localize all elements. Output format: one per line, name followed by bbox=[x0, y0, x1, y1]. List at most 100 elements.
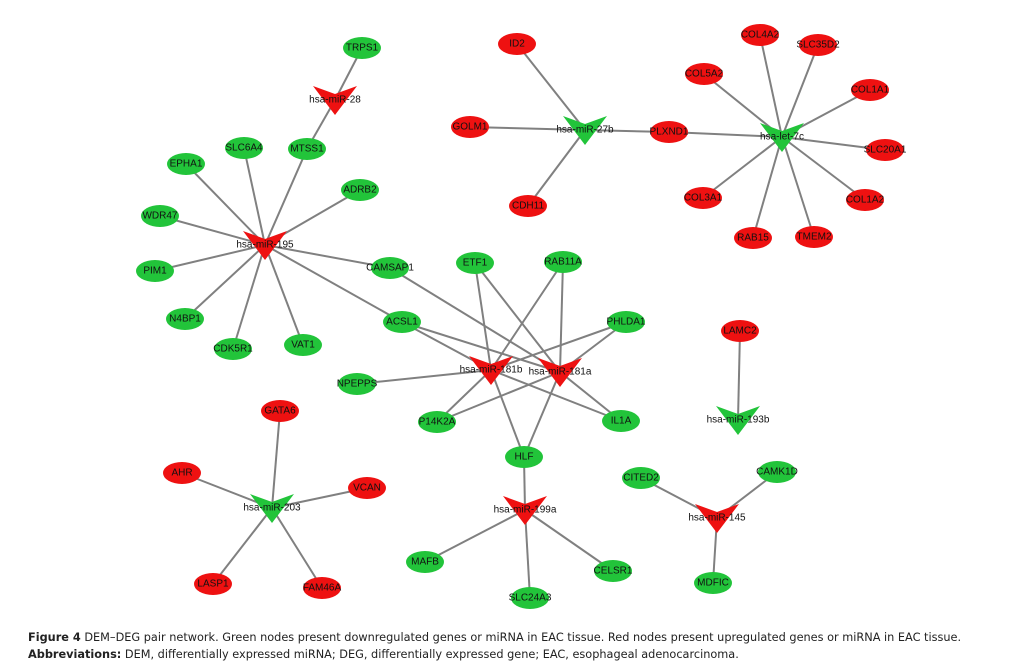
node-label: GOLM1 bbox=[452, 122, 487, 133]
edge-hsa-mir-195-cdk5r1 bbox=[232, 244, 266, 350]
gene-node-epha1[interactable]: EPHA1 bbox=[167, 153, 205, 175]
node-label: FAM46A bbox=[303, 583, 342, 594]
gene-node-ahr[interactable]: AHR bbox=[163, 462, 201, 484]
mirna-node-hsa-mir-181b[interactable]: hsa-miR-181b bbox=[460, 356, 523, 385]
mirna-node-hsa-mir-181a[interactable]: hsa-miR-181a bbox=[529, 358, 592, 387]
gene-node-col4a2[interactable]: COL4A2 bbox=[741, 24, 780, 46]
ellipse-marker bbox=[166, 308, 204, 330]
mirna-node-hsa-mir-193b[interactable]: hsa-miR-193b bbox=[707, 406, 770, 435]
gene-node-phlda1[interactable]: PHLDA1 bbox=[607, 311, 646, 333]
edge-hsa-mir-181b-npepps bbox=[356, 369, 492, 385]
gene-node-mdfic[interactable]: MDFIC bbox=[694, 572, 732, 594]
caption-line-1: Figure 4 DEM–DEG pair network. Green nod… bbox=[28, 629, 1008, 646]
gene-node-lamc2[interactable]: LAMC2 bbox=[721, 320, 759, 342]
gene-node-n4bp1[interactable]: N4BP1 bbox=[166, 308, 204, 330]
ellipse-marker bbox=[261, 400, 299, 422]
gene-node-p14k2a[interactable]: P14K2A bbox=[418, 411, 456, 433]
gene-node-wdr47[interactable]: WDR47 bbox=[141, 205, 179, 227]
node-label: ID2 bbox=[509, 39, 525, 50]
ellipse-marker bbox=[846, 189, 884, 211]
gene-node-camk1d[interactable]: CAMK1D bbox=[756, 461, 798, 483]
gene-node-col3a1[interactable]: COL3A1 bbox=[684, 187, 723, 209]
ellipse-marker bbox=[684, 187, 722, 209]
gene-node-golm1[interactable]: GOLM1 bbox=[451, 116, 489, 138]
gene-node-tmem2[interactable]: TMEM2 bbox=[795, 226, 833, 248]
gene-node-cdh11[interactable]: CDH11 bbox=[509, 195, 547, 217]
gene-node-celsr1[interactable]: CELSR1 bbox=[594, 560, 633, 582]
gene-node-slc6a4[interactable]: SLC6A4 bbox=[225, 137, 263, 159]
ellipse-marker bbox=[418, 411, 456, 433]
mirna-node-hsa-mir-27b[interactable]: hsa-miR-27b bbox=[556, 116, 614, 145]
ellipse-marker bbox=[866, 139, 904, 161]
gene-node-col5a2[interactable]: COL5A2 bbox=[685, 63, 724, 85]
edge-hsa-mir-181a-etf1 bbox=[474, 262, 561, 373]
mirna-node-hsa-mir-145[interactable]: hsa-miR-145 bbox=[688, 504, 746, 533]
mirna-node-hsa-mir-28[interactable]: hsa-miR-28 bbox=[309, 86, 361, 115]
edge-hsa-mir-181a-p14k2a bbox=[436, 371, 561, 423]
gene-node-plxnd1[interactable]: PLXND1 bbox=[650, 121, 689, 143]
edge-hsa-mir-199a-slc24a3 bbox=[524, 509, 531, 599]
gene-node-col1a1[interactable]: COL1A1 bbox=[851, 79, 890, 101]
gene-node-mtss1[interactable]: MTSS1 bbox=[288, 138, 326, 160]
mirna-node-hsa-mir-199a[interactable]: hsa-miR-199a bbox=[494, 496, 557, 525]
gene-node-slc20a1[interactable]: SLC20A1 bbox=[864, 139, 907, 161]
ellipse-marker bbox=[851, 79, 889, 101]
node-label: COL1A1 bbox=[851, 85, 890, 96]
abbreviations-label: Abbreviations: bbox=[28, 648, 122, 661]
gene-node-fam46a[interactable]: FAM46A bbox=[303, 577, 342, 599]
ellipse-marker bbox=[511, 587, 549, 609]
ellipse-marker bbox=[136, 260, 174, 282]
gene-node-mafb[interactable]: MAFB bbox=[406, 551, 444, 573]
ellipse-marker bbox=[141, 205, 179, 227]
edge-hsa-let-7c-rab15 bbox=[752, 136, 783, 239]
gene-node-hlf[interactable]: HLF bbox=[505, 446, 543, 468]
mirna-node-hsa-mir-203[interactable]: hsa-miR-203 bbox=[243, 494, 301, 523]
edge-hsa-mir-27b-cdh11 bbox=[527, 129, 586, 207]
gene-node-rab11a[interactable]: RAB11A bbox=[544, 251, 582, 273]
ellipse-marker bbox=[741, 24, 779, 46]
edge-hsa-mir-27b-golm1 bbox=[469, 126, 586, 131]
mirna-node-hsa-let-7c[interactable]: hsa-let-7c bbox=[760, 123, 804, 152]
gene-node-rab15[interactable]: RAB15 bbox=[734, 227, 772, 249]
ellipse-marker bbox=[163, 462, 201, 484]
gene-node-slc24a3[interactable]: SLC24A3 bbox=[509, 587, 552, 609]
node-label: hsa-miR-195 bbox=[236, 240, 294, 251]
gene-node-cited2[interactable]: CITED2 bbox=[622, 467, 660, 489]
node-label: PIM1 bbox=[143, 266, 167, 277]
ellipse-marker bbox=[383, 311, 421, 333]
mirna-node-hsa-mir-195[interactable]: hsa-miR-195 bbox=[236, 231, 294, 260]
edge-hsa-mir-181a-camsap1 bbox=[389, 267, 561, 373]
ellipse-marker bbox=[650, 121, 688, 143]
node-label: COL5A2 bbox=[685, 69, 724, 80]
gene-node-col1a2[interactable]: COL1A2 bbox=[846, 189, 885, 211]
edge-hsa-let-7c-col3a1 bbox=[702, 136, 783, 199]
node-label: SLC6A4 bbox=[225, 143, 263, 154]
edge-hsa-mir-181a-acsl1 bbox=[401, 321, 561, 373]
ellipse-marker bbox=[348, 477, 386, 499]
gene-node-adrb2[interactable]: ADRB2 bbox=[341, 179, 379, 201]
gene-node-slc35d2[interactable]: SLC35D2 bbox=[796, 34, 840, 56]
edge-hsa-mir-203-fam46a bbox=[271, 507, 323, 589]
gene-node-camsap1[interactable]: CAMSAP1 bbox=[366, 257, 414, 279]
node-label: WDR47 bbox=[142, 211, 177, 222]
v-shape-marker bbox=[243, 231, 287, 260]
gene-node-vcan[interactable]: VCAN bbox=[348, 477, 386, 499]
gene-node-pim1[interactable]: PIM1 bbox=[136, 260, 174, 282]
gene-node-cdk5r1[interactable]: CDK5R1 bbox=[213, 338, 253, 360]
gene-node-id2[interactable]: ID2 bbox=[498, 33, 536, 55]
gene-node-npepps[interactable]: NPEPPS bbox=[337, 373, 378, 395]
gene-node-etf1[interactable]: ETF1 bbox=[456, 252, 494, 274]
gene-node-trps1[interactable]: TRPS1 bbox=[343, 37, 381, 59]
ellipse-marker bbox=[607, 311, 645, 333]
node-label: N4BP1 bbox=[169, 314, 201, 325]
gene-node-il1a[interactable]: IL1A bbox=[602, 410, 640, 432]
edge-hsa-mir-195-vat1 bbox=[264, 244, 304, 346]
gene-node-lasp1[interactable]: LASP1 bbox=[194, 573, 232, 595]
gene-node-gata6[interactable]: GATA6 bbox=[261, 400, 299, 422]
node-label: ETF1 bbox=[463, 258, 488, 269]
edge-hsa-mir-27b-id2 bbox=[516, 43, 586, 131]
ellipse-marker bbox=[225, 137, 263, 159]
gene-node-vat1[interactable]: VAT1 bbox=[284, 334, 322, 356]
gene-node-acsl1[interactable]: ACSL1 bbox=[383, 311, 421, 333]
